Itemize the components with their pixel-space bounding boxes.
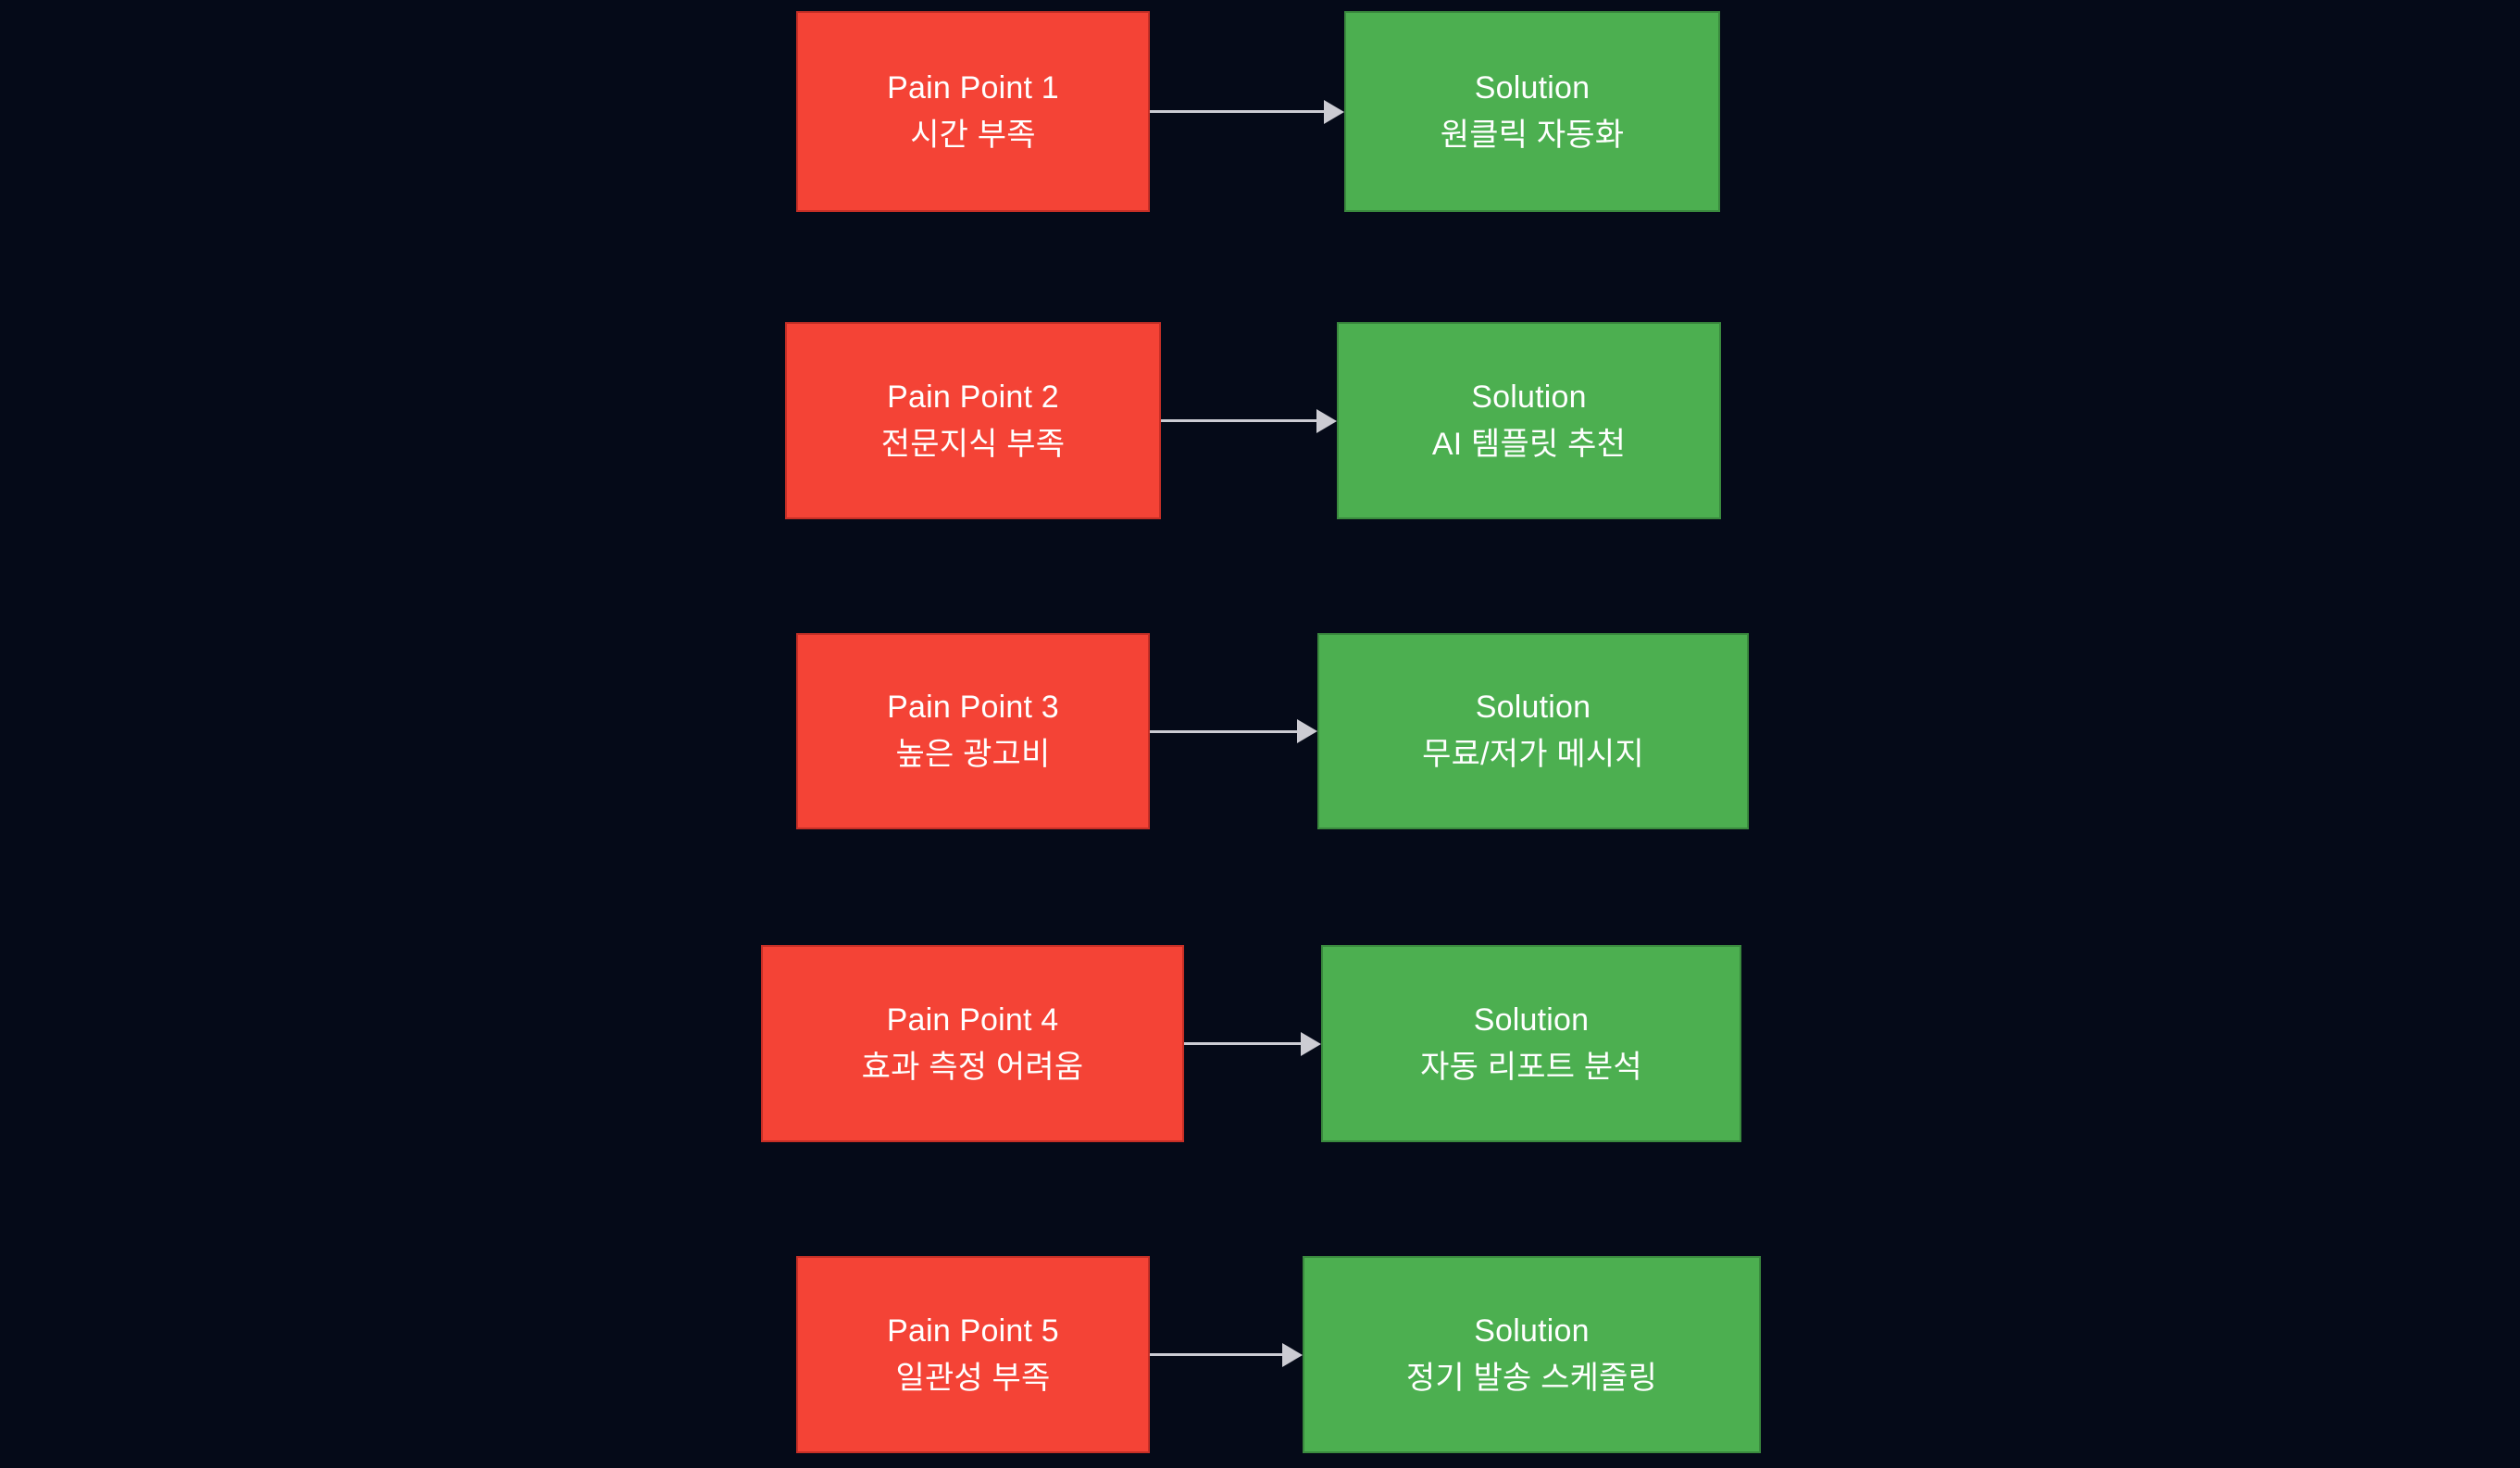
edge-connector [1184,1024,1321,1064]
arrow-right-icon [1316,408,1337,433]
node-title: Pain Point 3 [887,690,1059,726]
node-title: Solution [1471,379,1587,415]
arrow-right-icon [1324,99,1344,124]
node-detail: 효과 측정 어려움 [861,1049,1084,1085]
node-detail: AI 템플릿 추천 [1431,426,1627,462]
edge-line [1150,110,1324,113]
node-title: Solution [1473,1001,1590,1038]
node-title: Solution [1475,690,1591,726]
arrow-right-icon [1301,1031,1321,1056]
node-detail: 일관성 부족 [895,1360,1051,1396]
solution-node[interactable]: Solution 무료/저가 메시지 [1317,633,1749,829]
flow-row: Pain Point 3 높은 광고비 Solution 무료/저가 메시지 [796,633,1749,829]
flow-row: Pain Point 1 시간 부족 Solution 원클릭 자동화 [796,11,1720,212]
node-title: Pain Point 1 [887,69,1059,106]
edge-line [1150,729,1297,733]
pain-point-node[interactable]: Pain Point 2 전문지식 부족 [785,322,1161,519]
node-detail: 무료/저가 메시지 [1422,737,1644,772]
node-title: Solution [1474,1312,1590,1349]
pain-point-node[interactable]: Pain Point 3 높은 광고비 [796,633,1150,829]
flow-row: Pain Point 4 효과 측정 어려움 Solution 자동 리포트 분… [761,945,1741,1142]
edge-connector [1150,1335,1303,1375]
edge-connector [1150,711,1317,752]
node-detail: 자동 리포트 분석 [1420,1049,1642,1085]
flow-row: Pain Point 2 전문지식 부족 Solution AI 템플릿 추천 [785,322,1721,519]
node-detail: 시간 부족 [910,117,1036,153]
node-detail: 정기 발송 스케줄링 [1405,1360,1658,1396]
arrow-right-icon [1297,719,1317,743]
node-title: Pain Point 5 [887,1312,1059,1349]
edge-line [1161,419,1316,422]
node-title: Pain Point 2 [887,379,1059,415]
edge-line [1150,1353,1282,1356]
solution-node[interactable]: Solution AI 템플릿 추천 [1337,322,1721,519]
edge-connector [1150,92,1344,132]
node-detail: 전문지식 부족 [880,426,1066,462]
node-detail: 높은 광고비 [895,737,1051,772]
pain-point-node[interactable]: Pain Point 1 시간 부족 [796,11,1150,212]
flow-row: Pain Point 5 일관성 부족 Solution 정기 발송 스케줄링 [796,1256,1761,1453]
node-title: Pain Point 4 [886,1001,1059,1038]
solution-node[interactable]: Solution 원클릭 자동화 [1344,11,1720,212]
arrow-right-icon [1282,1342,1303,1367]
node-detail: 원클릭 자동화 [1440,117,1625,153]
node-title: Solution [1474,69,1591,106]
pain-point-node[interactable]: Pain Point 5 일관성 부족 [796,1256,1150,1453]
solution-node[interactable]: Solution 정기 발송 스케줄링 [1303,1256,1761,1453]
pain-point-node[interactable]: Pain Point 4 효과 측정 어려움 [761,945,1184,1142]
edge-connector [1161,401,1337,442]
solution-node[interactable]: Solution 자동 리포트 분석 [1321,945,1741,1142]
edge-line [1184,1042,1301,1045]
